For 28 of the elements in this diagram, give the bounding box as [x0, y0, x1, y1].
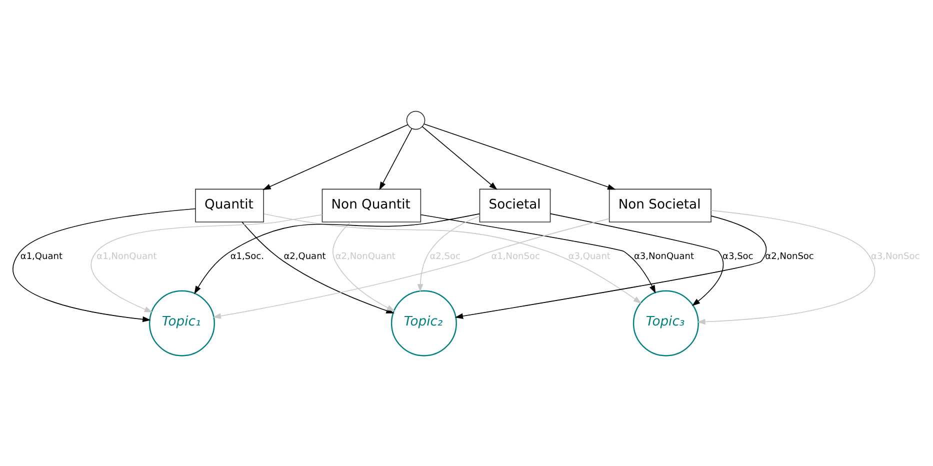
- arrow: [417, 215, 480, 292]
- node-circle: Topic₂: [390, 290, 457, 356]
- arrow: [420, 214, 656, 293]
- node-box: Quantit: [195, 188, 264, 222]
- arrow: [422, 126, 498, 190]
- arrow: [454, 215, 767, 318]
- arrow: [332, 221, 396, 311]
- edge-label: α1,Quant: [20, 251, 63, 262]
- arrow: [194, 212, 480, 294]
- edge-label: α2,Quant: [284, 251, 326, 262]
- node-circle: [406, 110, 426, 130]
- edge-label: α2,NonSoc: [765, 251, 814, 262]
- edge-label: α3,Soc: [722, 251, 754, 262]
- arrow: [262, 124, 408, 190]
- arrow: [379, 128, 412, 190]
- node-circle: Topic₁: [148, 290, 215, 356]
- edge-label: α1,Soc.: [230, 251, 264, 262]
- arrow: [697, 210, 875, 324]
- arrow: [264, 212, 642, 304]
- arrow: [550, 212, 724, 306]
- arrow: [12, 208, 196, 322]
- node-box: Non Quantit: [322, 188, 422, 222]
- node-box: Non Societal: [608, 188, 712, 222]
- arrow: [424, 123, 616, 190]
- edge-label: α3,NonQuant: [634, 251, 694, 262]
- arrow: [90, 214, 323, 312]
- arrow: [212, 218, 610, 318]
- node-box: Societal: [479, 188, 551, 222]
